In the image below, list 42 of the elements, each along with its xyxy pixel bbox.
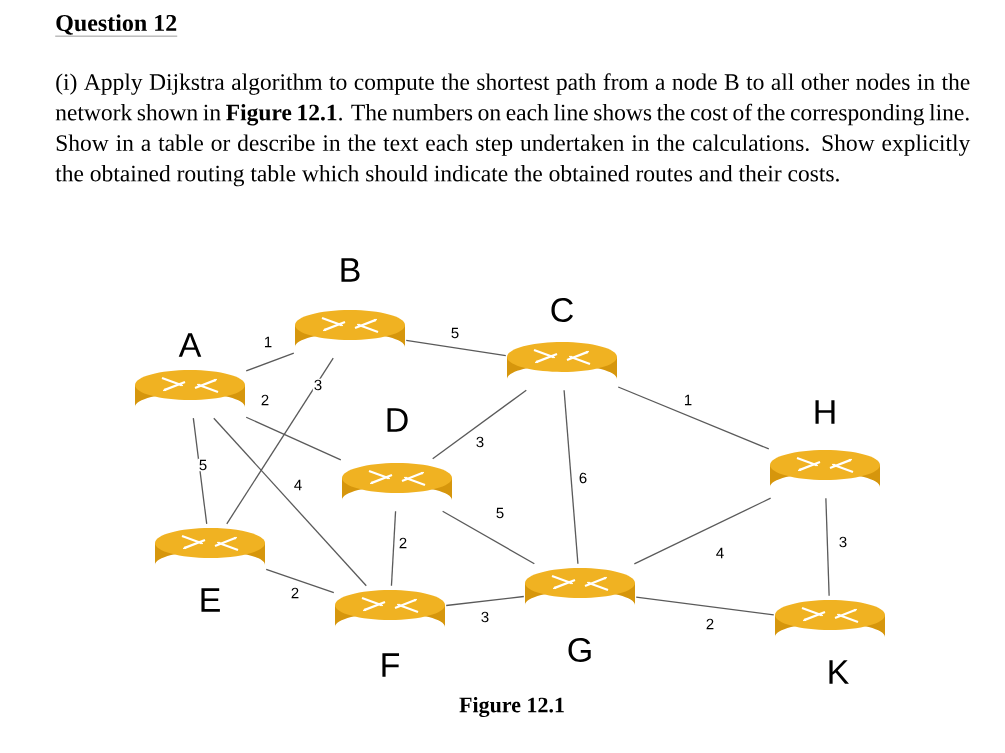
node-label: H	[815, 400, 835, 424]
connection-line	[245, 352, 295, 372]
edge-label: 3	[479, 610, 491, 624]
connection-line	[192, 417, 208, 525]
edge-label: 5	[449, 326, 461, 340]
node-label: K	[829, 660, 849, 684]
node-label: E	[201, 588, 220, 612]
connection-line	[213, 417, 367, 587]
edge-label: 4	[714, 546, 726, 560]
connection-line	[825, 497, 830, 597]
caption: Figure 12.1	[459, 696, 564, 718]
node-label: F	[382, 653, 399, 677]
connection-line	[226, 357, 334, 525]
connection-line	[265, 568, 335, 594]
edge-label: 3	[837, 535, 849, 549]
connection-line	[442, 510, 535, 565]
question-text: (i) Apply Dijkstra algorithm to compute the shortest path from a node B to all other nodes in the network shown in Figure 12.1. The numbers on each line shows the cost of the corresponding line. Show in a table or describe in the text each step undertaken in the calculations. Show explicitly the obtained routing table which should indicate the obtained routes and their costs.	[55, 73, 971, 187]
connection-line	[390, 510, 397, 587]
edge-label: 1	[262, 335, 274, 349]
edge-label: 3	[312, 378, 324, 392]
edge-label: 1	[682, 393, 694, 407]
edge-label: 2	[289, 586, 301, 600]
node-label: A	[178, 333, 202, 357]
edge-label: 5	[494, 506, 506, 520]
edge-label: 2	[259, 393, 271, 407]
edge-label: 3	[474, 435, 486, 449]
edge-label: 4	[292, 478, 304, 492]
heading: Question 12	[55, 14, 178, 37]
connection-line	[405, 339, 507, 357]
node-label: D	[387, 408, 408, 432]
node-label: G	[568, 637, 591, 663]
node-label: B	[341, 258, 360, 282]
connection-line	[563, 389, 579, 565]
edge-label: 6	[577, 471, 589, 485]
connection-line	[245, 416, 342, 461]
edge-label: 2	[397, 536, 409, 550]
connection-line	[633, 497, 772, 565]
connection-line	[432, 389, 527, 460]
edge-label: 5	[197, 458, 209, 472]
edge-label: 2	[704, 617, 716, 631]
connection-line	[617, 386, 770, 450]
node-label: C	[551, 297, 573, 323]
